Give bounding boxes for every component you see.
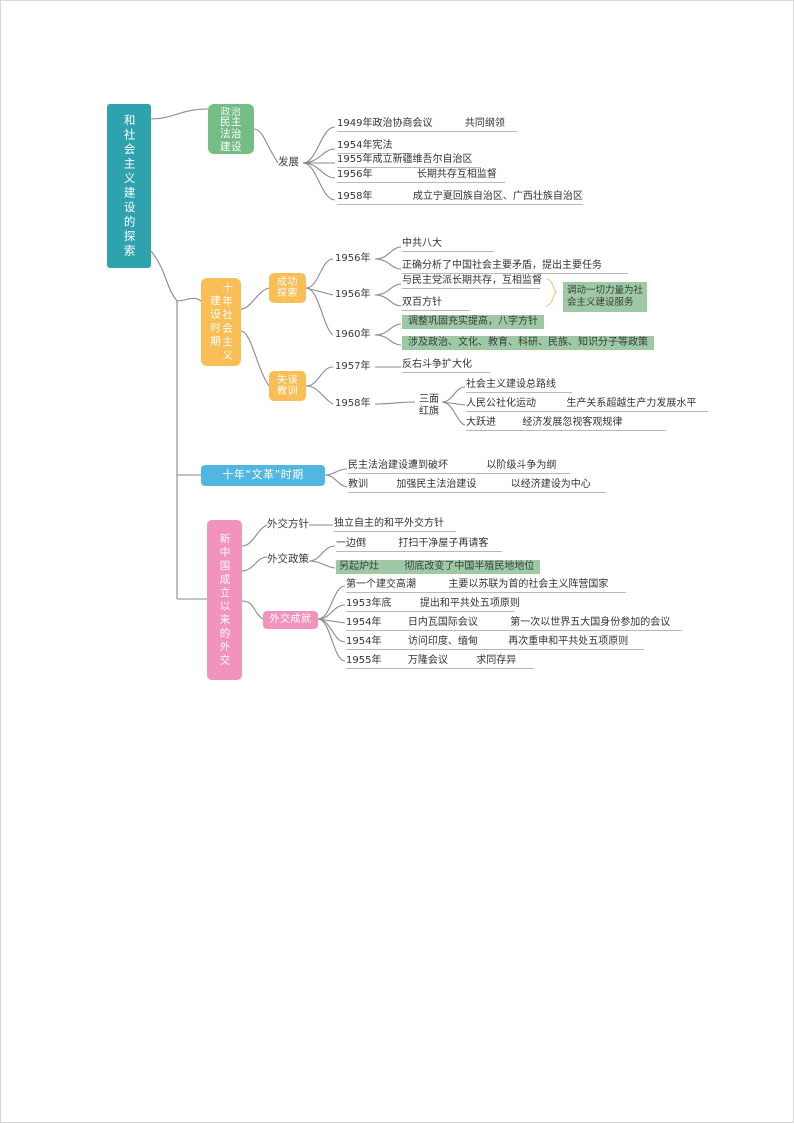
leaf-achievement-2-text: 日内瓦国际会议 bbox=[407, 617, 478, 628]
node-diplomatic-achievements[interactable]: 外交成就 bbox=[263, 611, 318, 629]
label-year-1956-a: 1956年 bbox=[335, 253, 371, 264]
node-democracy[interactable]: 政治 民主法治建设 bbox=[208, 104, 254, 154]
leaf-achievement-0: 第一个建交高潮 主要以苏联为首的社会主义阵营国家 bbox=[346, 579, 626, 593]
leaf-policy-0: 一边倒 打扫干净屋子再请客 bbox=[336, 538, 502, 552]
leaf-achievement-3: 1954年 访问印度、缅甸 再次重申和平共处五项原则 bbox=[346, 636, 644, 650]
label-year-1956-b: 1956年 bbox=[335, 289, 371, 300]
leaf-democracy-2: 1955年成立新疆维吾尔自治区 bbox=[337, 154, 481, 168]
leaf-achievement-2: 1954年 日内瓦国际会议 第一次以世界五大国身份参加的会议 bbox=[346, 617, 682, 631]
label-three-red-banners-l1: 三面 bbox=[419, 394, 439, 405]
leaf-mistake-1-1-text: 人民公社化运动 bbox=[466, 398, 536, 409]
leaf-democracy-0-detail: 共同纲领 bbox=[464, 118, 505, 129]
leaf-mistake-1-2: 大跃进 经济发展忽视客观规律 bbox=[466, 417, 666, 431]
leaf-achievement-4-extra: 求同存异 bbox=[476, 655, 517, 666]
leaf-achievement-0-text: 主要以苏联为首的社会主义阵营国家 bbox=[448, 579, 609, 590]
leaf-success-0-1: 正确分析了中国社会主要矛盾，提出主要任务 bbox=[402, 260, 628, 274]
leaf-cultrev-0: 民主法治建设遭到破坏 以阶级斗争为纲 bbox=[348, 460, 570, 474]
leaf-achievement-1-year: 1953年底 bbox=[346, 598, 392, 609]
leaf-success-2-1-text: 涉及政治、文化、教育、科研、民族、知识分子等政策 bbox=[405, 336, 651, 349]
leaf-democracy-4: 1958年 成立宁夏回族自治区、广西壮族自治区 bbox=[337, 191, 583, 205]
leaf-mistake-1-2-text: 大跃进 bbox=[466, 417, 496, 428]
node-root[interactable]: 和社会主义建设的探索 bbox=[107, 104, 151, 268]
leaf-mistake-1-2-detail: 经济发展忽视客观规律 bbox=[522, 417, 623, 428]
leaf-democracy-1: 1954年宪法 bbox=[337, 140, 409, 154]
label-year-1960: 1960年 bbox=[335, 329, 371, 340]
node-mistake-lessons-label: 失误教训 bbox=[277, 374, 298, 398]
leaf-policy-0-text: 打扫干净屋子再请客 bbox=[398, 538, 489, 549]
leaf-achievement-1-text: 提出和平共处五项原则 bbox=[419, 598, 520, 609]
leaf-democracy-4-year: 1958年 bbox=[337, 191, 373, 202]
leaf-achievement-4-text: 万隆会议 bbox=[407, 655, 448, 666]
leaf-success-0-0: 中共八大 bbox=[402, 238, 494, 252]
leaf-democracy-4-detail: 成立宁夏回族自治区、广西壮族自治区 bbox=[412, 191, 583, 202]
leaf-policy-1-name: 另起炉灶 bbox=[339, 561, 379, 572]
leaf-policy-0-name: 一边倒 bbox=[336, 538, 366, 549]
leaf-democracy-3-detail: 长期共存互相监督 bbox=[416, 169, 497, 180]
leaf-achievement-3-text: 访问印度、缅甸 bbox=[407, 636, 478, 647]
label-year-1958: 1958年 bbox=[335, 398, 371, 409]
leaf-democracy-1-year: 1954年宪法 bbox=[337, 140, 393, 151]
leaf-mistake-0: 反右斗争扩大化 bbox=[402, 359, 490, 373]
node-mistake-lessons[interactable]: 失误教训 bbox=[269, 371, 306, 401]
label-three-red-banners-l2: 红旗 bbox=[419, 405, 439, 417]
note-line-1: 调动一切力量为社 bbox=[567, 285, 644, 296]
note-line-2: 会主义建设服务 bbox=[567, 296, 634, 308]
leaf-achievement-1: 1953年底 提出和平共处五项原则 bbox=[346, 598, 520, 612]
label-development: 发展 bbox=[278, 156, 299, 168]
leaf-achievement-0-year: 第一个建交高潮 bbox=[346, 579, 416, 590]
leaf-diplomatic-guideline: 独立自主的和平外交方针 bbox=[334, 518, 456, 532]
node-cultural-revolution[interactable]: 十年“文革”时期 bbox=[201, 465, 325, 486]
leaf-policy-1: 另起炉灶 彻底改变了中国半殖民地地位 bbox=[336, 560, 541, 574]
leaf-democracy-2-year: 1955年成立新疆维吾尔自治区 bbox=[337, 154, 473, 165]
leaf-cultrev-0-left: 民主法治建设遭到破坏 bbox=[348, 460, 448, 471]
leaf-mistake-1-1: 人民公社化运动 生产关系超越生产力发展水平 bbox=[466, 398, 708, 412]
node-ten-year-period[interactable]: 十年社会主义建设时期 bbox=[201, 278, 241, 366]
leaf-success-2-0: 调整巩固充实提高，八字方针 bbox=[402, 315, 544, 329]
leaf-cultrev-0-right: 以阶级斗争为纲 bbox=[486, 460, 557, 471]
leaf-achievement-2-extra: 第一次以世界五大国身份参加的会议 bbox=[510, 617, 671, 628]
label-three-red-banners: 三面 红旗 bbox=[415, 394, 443, 417]
leaf-success-2-0-text: 调整巩固充实提高，八字方针 bbox=[405, 315, 541, 328]
leaf-policy-1-text: 彻底改变了中国半殖民地地位 bbox=[401, 560, 538, 573]
leaf-democracy-0: 1949年政治协商会议 共同纲领 bbox=[337, 118, 517, 132]
leaf-success-2-1: 涉及政治、文化、教育、科研、民族、知识分子等政策 bbox=[402, 336, 654, 350]
node-successful-exploration-label: 成功探索 bbox=[277, 276, 298, 300]
leaf-success-1-1: 双百方针 bbox=[402, 297, 470, 311]
leaf-democracy-0-year: 1949年政治协商会议 bbox=[337, 118, 433, 129]
leaf-achievement-4: 1955年 万隆会议 求同存异 bbox=[346, 655, 534, 669]
leaf-democracy-3-year: 1956年 bbox=[337, 169, 373, 180]
leaf-cultrev-1-left: 教训 bbox=[348, 479, 368, 490]
leaf-cultrev-1-mid: 加强民主法治建设 bbox=[396, 479, 477, 490]
leaf-democracy-3: 1956年 长期共存互相监督 bbox=[337, 169, 505, 183]
label-year-1957: 1957年 bbox=[335, 361, 371, 372]
leaf-achievement-2-year: 1954年 bbox=[346, 617, 382, 628]
label-diplomatic-guideline: 外交方针 bbox=[267, 518, 309, 530]
leaf-mistake-1-1-detail: 生产关系超越生产力发展水平 bbox=[566, 398, 697, 409]
leaf-mistake-1-0: 社会主义建设总路线 bbox=[466, 379, 572, 393]
leaf-achievement-4-year: 1955年 bbox=[346, 655, 382, 666]
leaf-success-1-0: 与民主党派长期共存，互相监督 bbox=[402, 275, 542, 289]
leaf-cultrev-1-right: 以经济建设为中心 bbox=[510, 479, 591, 490]
node-democracy-clipped: 政治 bbox=[220, 107, 242, 117]
node-democracy-label: 民主法治建设 bbox=[220, 116, 242, 153]
leaf-cultrev-1: 教训 加强民主法治建设 以经济建设为中心 bbox=[348, 479, 606, 493]
leaf-achievement-3-year: 1954年 bbox=[346, 636, 382, 647]
note-mobilize-all-forces: 调动一切力量为社 会主义建设服务 bbox=[563, 282, 648, 312]
label-diplomatic-policy: 外交政策 bbox=[267, 553, 309, 565]
node-diplomacy[interactable]: 新中国成立以来的外交 bbox=[207, 520, 242, 680]
leaf-achievement-3-extra: 再次重申和平共处五项原则 bbox=[508, 636, 629, 647]
node-successful-exploration[interactable]: 成功探索 bbox=[269, 273, 306, 303]
